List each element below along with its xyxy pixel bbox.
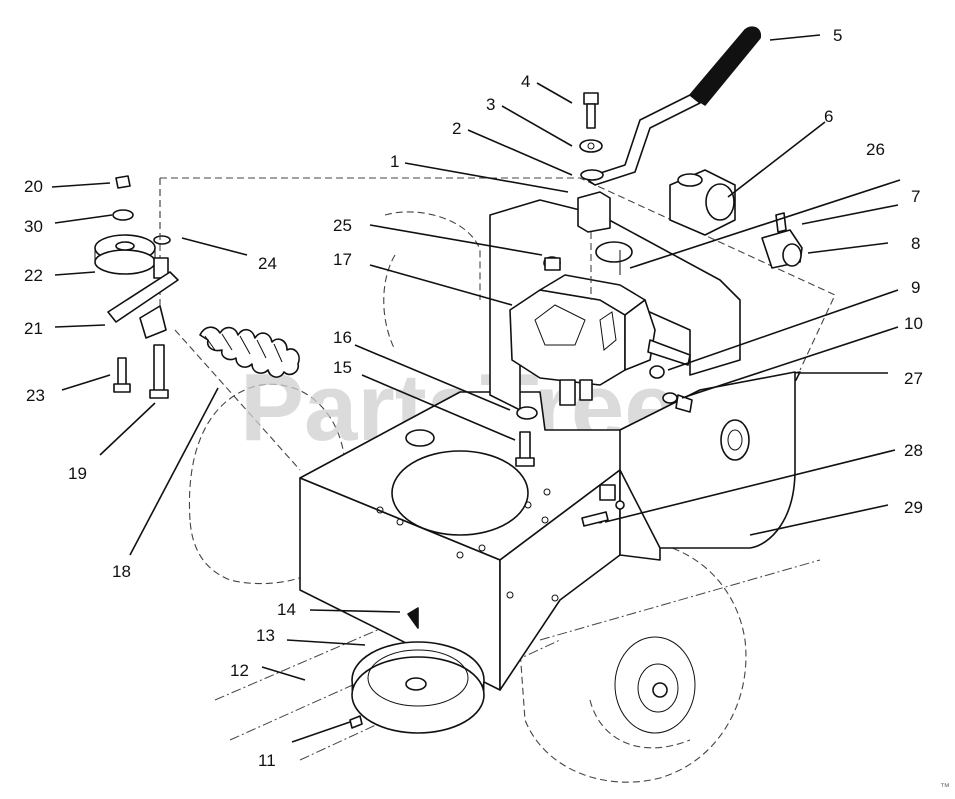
callout-27: 27 xyxy=(904,369,923,388)
watermark-trademark: ™ xyxy=(940,782,950,793)
callout-25: 25 xyxy=(333,216,352,235)
callout-13: 13 xyxy=(256,626,275,645)
callout-17: 17 xyxy=(333,250,352,269)
callout-16: 16 xyxy=(333,328,352,347)
leader-lines xyxy=(51,34,901,743)
spring xyxy=(199,326,300,378)
callout-19: 19 xyxy=(68,464,87,483)
callout-21: 21 xyxy=(24,319,43,338)
callout-7: 7 xyxy=(911,187,920,206)
callout-numbers: 1 2 3 4 5 6 7 8 9 10 11 12 13 14 15 16 1… xyxy=(24,26,923,770)
callout-18: 18 xyxy=(112,562,131,581)
callout-8: 8 xyxy=(911,234,920,253)
callout-28: 28 xyxy=(904,441,923,460)
callout-3: 3 xyxy=(486,95,495,114)
frame-assembly xyxy=(299,199,801,691)
callout-6: 6 xyxy=(824,107,833,126)
callout-30: 30 xyxy=(24,217,43,236)
callout-1: 1 xyxy=(390,152,399,171)
callout-15: 15 xyxy=(333,358,352,377)
callout-11: 11 xyxy=(258,751,276,770)
small-hardware xyxy=(543,250,693,413)
idler-pulley-assembly xyxy=(94,175,179,399)
callout-26: 26 xyxy=(866,140,885,159)
callout-2: 2 xyxy=(452,119,461,138)
callout-9: 9 xyxy=(911,278,920,297)
drive-pulley-assembly xyxy=(349,607,485,734)
transmission-assembly xyxy=(509,274,691,406)
callout-24: 24 xyxy=(258,254,277,273)
lever-bushings xyxy=(669,169,803,269)
callout-29: 29 xyxy=(904,498,923,517)
callout-20: 20 xyxy=(24,177,43,196)
shift-lever-assembly xyxy=(577,26,762,300)
callout-23: 23 xyxy=(26,386,45,405)
callout-22: 22 xyxy=(24,266,43,285)
callout-12: 12 xyxy=(230,661,249,680)
callout-10: 10 xyxy=(904,314,923,333)
callout-14: 14 xyxy=(277,600,296,619)
callout-4: 4 xyxy=(521,72,530,91)
callout-5: 5 xyxy=(833,26,842,45)
frame-bolts xyxy=(515,406,625,527)
